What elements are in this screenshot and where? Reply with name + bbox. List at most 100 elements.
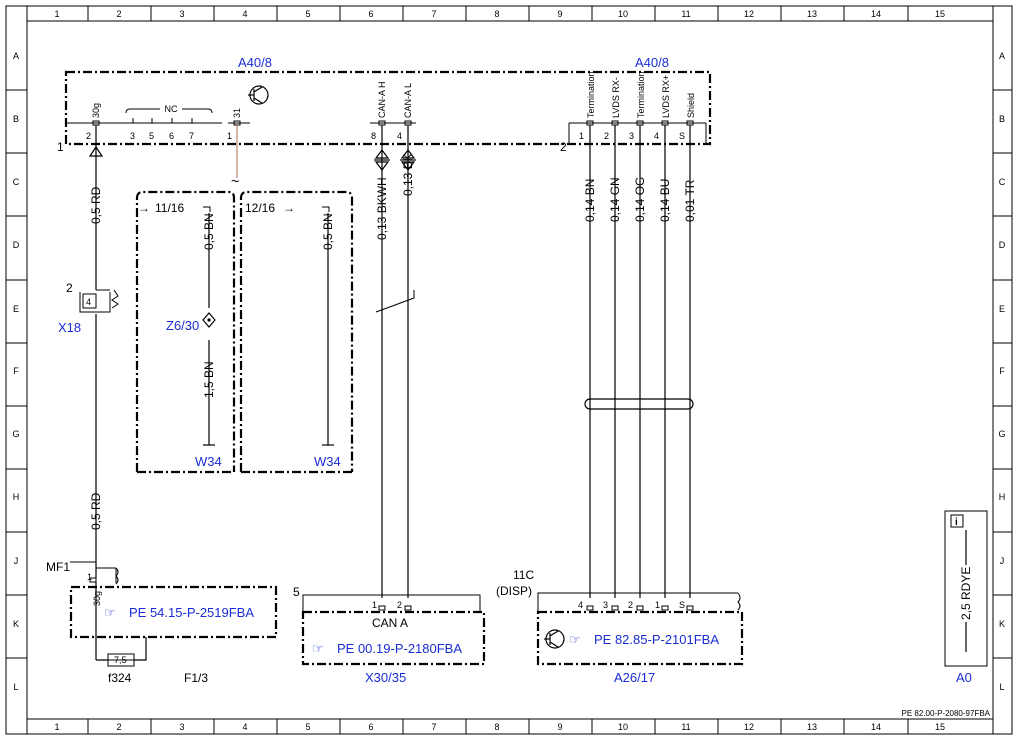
- row-label: D: [999, 240, 1006, 250]
- wire-can-a-l[interactable]: 0,13 BK: [400, 125, 416, 598]
- col-label: 8: [494, 722, 499, 732]
- shield-sleeve: [584, 398, 694, 410]
- col-label: 15: [935, 9, 945, 19]
- col-label: 2: [116, 722, 121, 732]
- col-label: 14: [871, 9, 881, 19]
- col-label: 4: [242, 722, 247, 732]
- pin-number: 1: [227, 131, 232, 141]
- column-labels-bottom: 1 2 3 4 5 6 7 8 9 10 11 12 13 14 15: [54, 722, 945, 732]
- ground-variant-12-16[interactable]: 12/16 → 0,5 BN W34: [239, 190, 354, 474]
- wire-can-a-h[interactable]: 0,13 BKWH: [374, 125, 390, 598]
- col-label: 12: [744, 9, 754, 19]
- wire-label-0-14-og: 0,14 OG: [633, 177, 647, 222]
- col-label: 1: [54, 722, 59, 732]
- wire-lvds-3[interactable]: 0,14 OG: [633, 125, 647, 598]
- column-labels-top: 1 2 3 4 5 6 7 8 9 10 11 12 13 14 15: [54, 9, 945, 19]
- a26-17-pin-3: 3: [603, 600, 608, 610]
- a26-17-name: A26/17: [614, 670, 655, 685]
- wire-30g[interactable]: 0,5 RD 0,5 RD: [88, 125, 104, 578]
- col-label: 10: [618, 722, 628, 732]
- wire-label-0-5-bn: 0,5 BN: [321, 213, 335, 250]
- col-label: 5: [305, 9, 310, 19]
- a26-17-pin-s: S: [679, 600, 685, 610]
- wire-label-0-5-rd-bottom: 0,5 RD: [89, 492, 103, 530]
- a40-8-name-left: A40/8: [238, 55, 272, 70]
- pin-number: 2: [604, 131, 609, 141]
- nc-label: NC: [165, 104, 178, 114]
- pin-number: 4: [397, 131, 402, 141]
- wire-label-0-14-bn: 0,14 BN: [583, 179, 597, 222]
- x30-35-title: CAN A: [372, 616, 408, 630]
- connector-x30-35[interactable]: 5 1 2 CAN A ☞ PE 00.19-P-2180FBA X30/35: [293, 585, 486, 685]
- a26-17-pin-2: 2: [628, 600, 633, 610]
- connector-2-marker: 2: [560, 140, 567, 154]
- variant-label-12-16: 12/16: [245, 201, 275, 215]
- row-label: J: [1000, 556, 1005, 566]
- pointing-hand-icon: ☞: [312, 641, 324, 656]
- fuse-block-mf1[interactable]: MF1 1 30g ☞ PE 54.15-P-2519FBA 7,5 f324 …: [46, 560, 278, 685]
- arrow-icon: →: [138, 201, 150, 215]
- bidirectional-arrow-icon: [374, 149, 390, 171]
- component-a26-17[interactable]: 11C (DISP) 4 3 2 1 S ☞ PE 82.85-P-2101FB…: [496, 568, 744, 685]
- pin-number: 7: [189, 131, 194, 141]
- x30-35-pin-2: 2: [397, 600, 402, 610]
- col-label: 13: [807, 722, 817, 732]
- tilde-symbol: ~: [231, 173, 239, 189]
- row-label: B: [999, 114, 1005, 124]
- nc-bracket: NC: [125, 104, 213, 123]
- col-label: 10: [618, 9, 628, 19]
- row-label: A: [13, 51, 19, 61]
- col-label: 2: [116, 9, 121, 19]
- a26-17-pin-4: 4: [578, 600, 583, 610]
- fuse-name: f324: [108, 671, 132, 685]
- row-label: E: [999, 304, 1005, 314]
- wire-31[interactable]: ~: [231, 125, 239, 189]
- pin-number: 8: [371, 131, 376, 141]
- wire-label-0-5-bn: 0,5 BN: [202, 213, 216, 250]
- col-label: 9: [557, 722, 562, 732]
- a40-8-name-right: A40/8: [635, 55, 669, 70]
- col-label: 4: [242, 9, 247, 19]
- col-label: 1: [54, 9, 59, 19]
- document-id: PE 82.00-P-2080-97FBA: [902, 709, 991, 718]
- col-label: 3: [179, 9, 184, 19]
- wire-lvds-1[interactable]: 0,14 BN: [583, 125, 597, 598]
- row-label: J: [14, 556, 19, 566]
- ground-variant-11-16[interactable]: → 11/16 0,5 BN 1,5 BN Z6/30 W34: [135, 190, 236, 474]
- arrow-icon: →: [283, 201, 295, 215]
- pin-label-lvds-rx-minus: LVDS RX-: [611, 77, 621, 118]
- wire-label-0-13-bk: 0,13 BK: [401, 153, 415, 196]
- col-label: 7: [431, 9, 436, 19]
- pin-number: 3: [629, 131, 634, 141]
- wire-label-0-01-tr: 0,01 TR: [683, 179, 697, 222]
- col-label: 13: [807, 9, 817, 19]
- pin-label-can-a-l: CAN-A L: [403, 83, 413, 118]
- row-label: F: [999, 366, 1005, 376]
- pin-number: 5: [149, 131, 154, 141]
- wire-label-0-13-bkwh: 0,13 BKWH: [375, 177, 389, 240]
- wire-lvds-4[interactable]: 0,14 BU: [658, 125, 672, 598]
- pin-label-termination-1: Termination: [586, 71, 596, 118]
- x18-name: X18: [58, 320, 81, 335]
- connector-x18[interactable]: 4 2 X18: [58, 281, 119, 335]
- row-label: C: [999, 177, 1006, 187]
- wire-label-0-14-gn: 0,14 GN: [608, 177, 622, 222]
- component-a40-8[interactable]: A40/8 A40/8 30g 31 CAN-A H CAN-A L NC: [57, 55, 712, 154]
- pin-label-31: 31: [232, 108, 242, 118]
- legend-a0[interactable]: i 2,5 RDYE A0: [944, 510, 988, 685]
- row-label: L: [13, 682, 18, 692]
- row-label: B: [13, 114, 19, 124]
- wire-label-1-5-bn: 1,5 BN: [202, 361, 216, 398]
- legend-name: A0: [956, 670, 972, 685]
- wire-lvds-2[interactable]: 0,14 GN: [608, 125, 622, 598]
- pointing-hand-icon: ☞: [569, 632, 581, 647]
- row-label: G: [12, 429, 19, 439]
- a40-8-outline: [64, 70, 712, 146]
- wire-lvds-shield[interactable]: 0,01 TR: [683, 125, 697, 598]
- col-label: 9: [557, 9, 562, 19]
- row-label: H: [13, 492, 20, 502]
- pin-label-can-a-h: CAN-A H: [377, 81, 387, 118]
- wire-label-0-14-bu: 0,14 BU: [658, 179, 672, 222]
- pin-number: 4: [654, 131, 659, 141]
